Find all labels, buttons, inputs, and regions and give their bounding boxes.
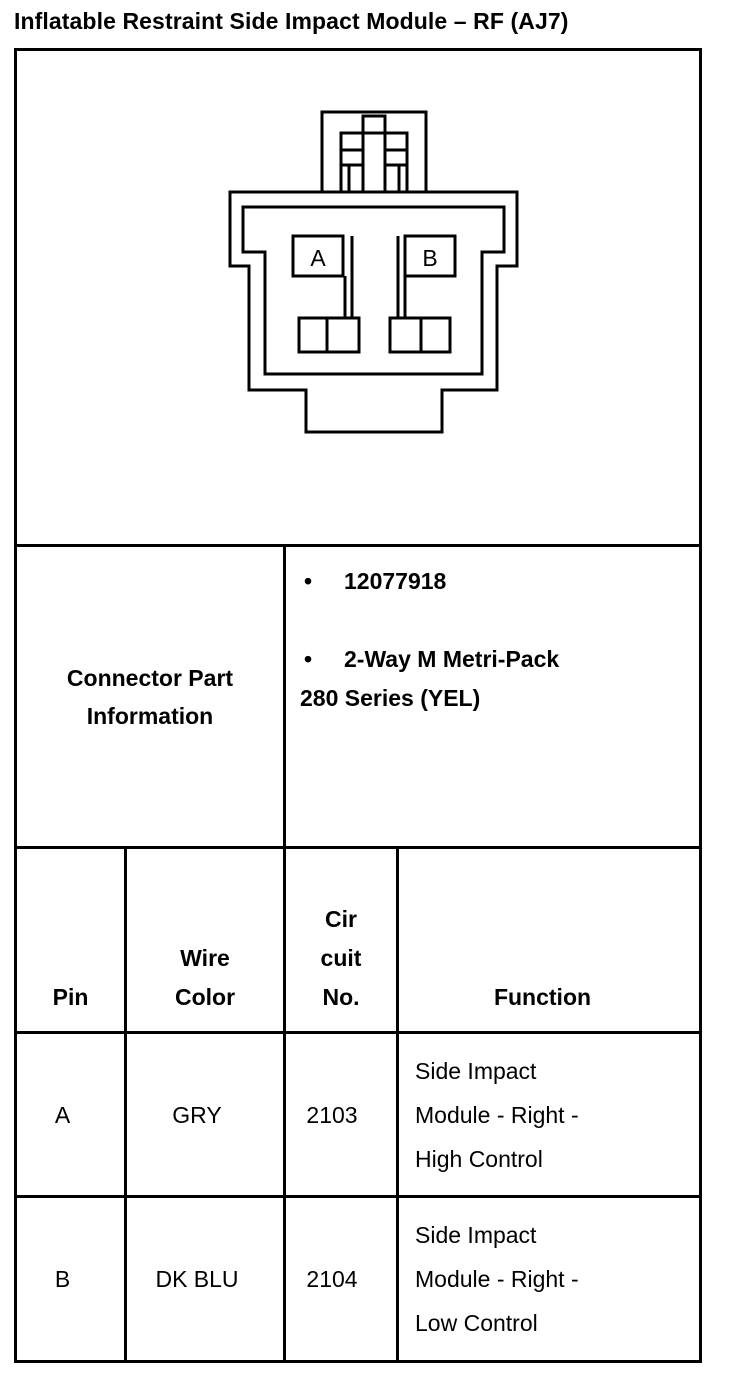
connector-face-diagram: A B — [228, 110, 519, 434]
page-title: Inflatable Restraint Side Impact Module … — [14, 8, 569, 34]
pin-b-label: B — [422, 245, 437, 271]
header-wire-color: Wire Color — [127, 849, 283, 1031]
row-b-function-line1: Side Impact — [415, 1222, 537, 1248]
bullet-icon: • — [304, 646, 313, 672]
header-function-text: Function — [493, 984, 592, 1010]
pin-a-label-box — [291, 234, 345, 278]
table-row-b-function: Side Impact Module - Right - Low Control — [415, 1213, 695, 1345]
header-pin-text: Pin — [52, 984, 89, 1010]
header-circuit-line1: Cir — [325, 906, 357, 932]
row-a-function-line3: High Control — [415, 1146, 543, 1172]
pin-a-terminal — [297, 316, 361, 354]
row-a-function-line1: Side Impact — [415, 1058, 537, 1084]
header-function: Function — [399, 849, 686, 1031]
table-row-b-wire-color: DK BLU — [155, 1266, 239, 1292]
bullet-icon: • — [304, 568, 313, 594]
connector-latch-outline — [320, 110, 428, 192]
connector-body-outline — [228, 190, 519, 434]
row-b-function-line3: Low Control — [415, 1310, 538, 1336]
connector-part-info-label-line2: Information — [86, 702, 214, 729]
header-circuit-no: Cir cuit No. — [286, 849, 396, 1031]
table-row-a-pin: A — [54, 1101, 71, 1128]
pin-a-label: A — [310, 245, 326, 271]
connector-type-line1: 2-Way M Metri-Pack — [344, 646, 560, 672]
header-pin: Pin — [17, 849, 124, 1031]
connector-cavity-outline — [241, 205, 506, 376]
row-divider-diagram — [14, 544, 700, 547]
connector-part-info-label-line1: Connector Part — [66, 664, 234, 691]
part-number-item: • 12077918 — [300, 562, 690, 601]
header-circuit-line3: No. — [322, 984, 360, 1010]
row-a-function-line2: Module - Right - — [415, 1102, 579, 1128]
row-b-function-line2: Module - Right - — [415, 1266, 579, 1292]
connector-type-line2: 280 Series (YEL) — [300, 685, 481, 711]
col-divider-info — [283, 544, 286, 1360]
col-divider-function — [396, 846, 399, 1360]
row-divider-info — [14, 846, 700, 849]
table-row-b-pin: B — [54, 1266, 71, 1292]
connector-table-frame — [14, 48, 702, 1363]
header-wire-color-line2: Color — [174, 984, 236, 1010]
row-divider-pin-a — [14, 1195, 700, 1198]
header-circuit-line2: cuit — [320, 945, 362, 971]
pin-b-label-box — [403, 234, 457, 278]
col-divider-pin — [124, 846, 127, 1360]
connector-type-item: • 2-Way M Metri-Pack — [300, 640, 690, 679]
connector-latch-inner — [339, 131, 409, 192]
table-row-a-function: Side Impact Module - Right - High Contro… — [415, 1049, 695, 1181]
table-row-a-circuit: 2103 — [306, 1101, 358, 1128]
connector-part-info-list: • 12077918 • 2-Way M Metri-Pack 280 Series… — [300, 562, 690, 718]
connector-latch-bar — [361, 114, 387, 194]
header-wire-color-line1: Wire — [180, 945, 230, 971]
row-divider-header — [14, 1031, 700, 1034]
table-row-a-wire-color: GRY — [172, 1101, 222, 1128]
connector-part-info-label: Connector Part Information — [17, 547, 283, 846]
table-row-b-circuit: 2104 — [306, 1266, 358, 1292]
part-number: 12077918 — [344, 568, 447, 594]
